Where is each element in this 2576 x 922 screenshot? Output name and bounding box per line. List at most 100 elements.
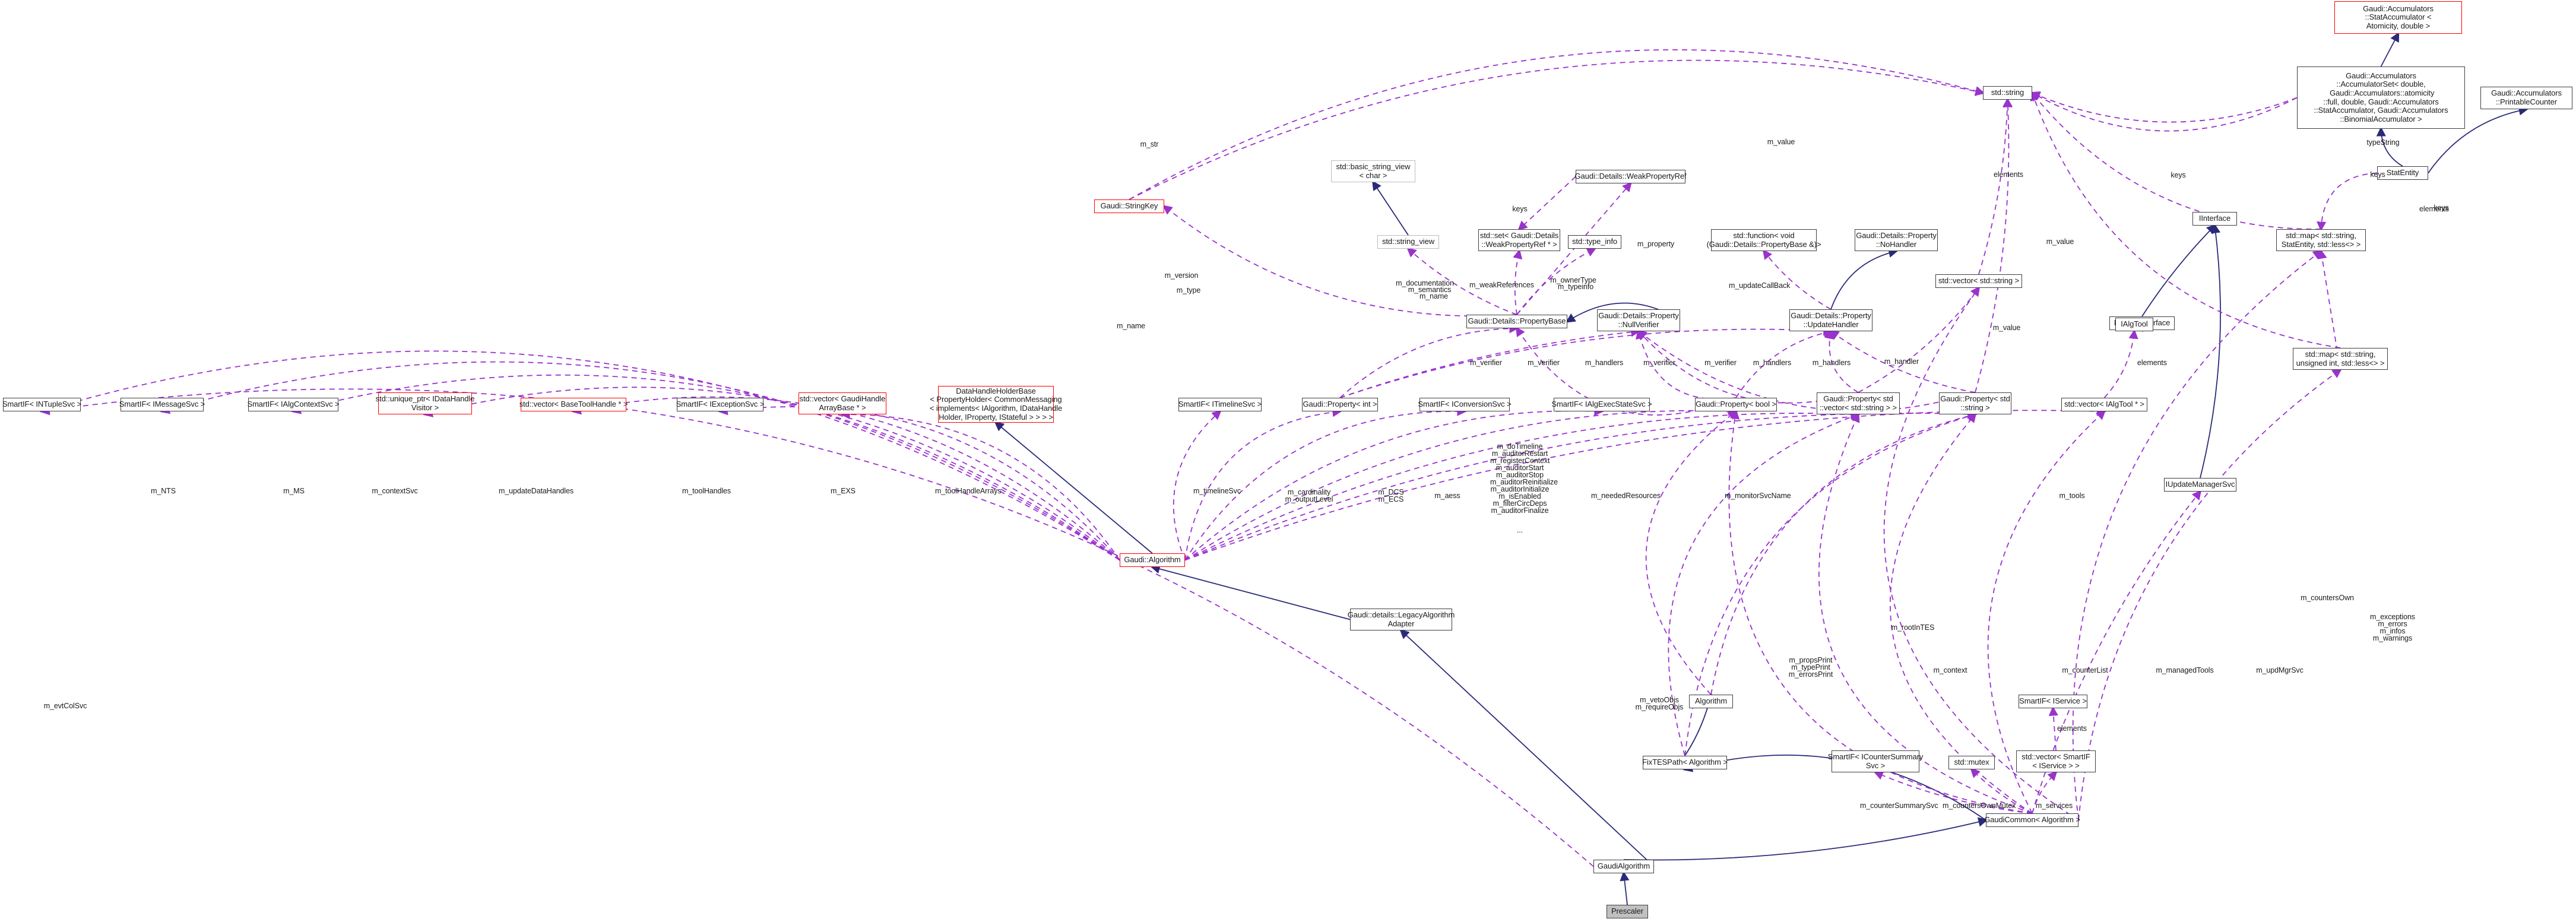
class-node-typeinfo[interactable]: std::type_info — [1568, 235, 1621, 249]
class-node-smartiexc[interactable]: SmartIF< IExceptionSvc > — [676, 398, 764, 411]
class-node-smartialgctx[interactable]: SmartIF< IAlgContextSvc > — [248, 398, 340, 411]
class-node-mapstatentity[interactable]: std::map< std::string, StatEntity, std::… — [2276, 229, 2366, 251]
class-node-vecbasetool[interactable]: std::vector< BaseToolHandle * > — [519, 398, 628, 411]
edge-label: m_errors — [2378, 620, 2407, 628]
class-node-weakpropref[interactable]: Gaudi::Details::WeakPropertyRef — [1574, 170, 1687, 183]
edge-label: m_version — [1164, 271, 1199, 280]
class-node-stdfunction[interactable]: std::function< void (Gaudi::Details::Pro… — [1707, 229, 1821, 251]
class-node-prescaler[interactable]: Prescaler — [1607, 905, 1648, 918]
edge-label: m_countersOwnMutex — [1943, 801, 2016, 810]
edge-label: typeString — [2366, 138, 2400, 147]
edge-label: m_handlers — [1585, 359, 1624, 367]
edge-label: m_type — [1176, 286, 1201, 294]
class-node-vecialgtool[interactable]: std::vector< IAlgTool * > — [2061, 398, 2147, 411]
class-node-gaudialgorithm[interactable]: Gaudi::Algorithm — [1120, 553, 1185, 567]
class-node-mapuint[interactable]: std::map< std::string, unsigned int, std… — [2293, 348, 2388, 370]
class-node-vecstring[interactable]: std::vector< std::string > — [1935, 274, 2022, 288]
edge-label: m_aess — [1434, 492, 1460, 500]
class-node-dhholderbase[interactable]: DataHandleHolderBase < PropertyHolder< C… — [930, 386, 1062, 423]
edge-label: m_counterList — [2062, 666, 2108, 674]
edge-label: m_context — [1933, 666, 1967, 674]
class-node-accset[interactable]: Gaudi::Accumulators ::AccumulatorSet< do… — [2297, 66, 2465, 129]
class-node-setweak[interactable]: std::set< Gaudi::Details ::WeakPropertyR… — [1478, 229, 1560, 251]
edge-label: m_name — [1116, 322, 1146, 330]
edge-label: m_handlers — [1753, 359, 1792, 367]
edge-label: m_verifier — [1643, 359, 1675, 367]
class-node-legacyadapter[interactable]: Gaudi::details::LegacyAlgorithm Adapter — [1348, 609, 1455, 630]
edge-label: m_verifier — [1470, 359, 1502, 367]
edge-label: m_verifier — [1704, 359, 1737, 367]
edge-label: m_updateDataHandles — [499, 487, 573, 495]
class-node-smarticounters[interactable]: SmartIF< ICounterSummary Svc > — [1828, 750, 1923, 772]
class-node-statacc[interactable]: Gaudi::Accumulators ::StatAccumulator < … — [2334, 1, 2462, 34]
class-node-propbase[interactable]: Gaudi::Details::PropertyBase — [1466, 315, 1567, 328]
class-node-smarticonv[interactable]: SmartIF< IConversionSvc > — [1418, 398, 1512, 411]
class-node-vecgaudihandle[interactable]: std::vector< GaudiHandle ArrayBase * > — [799, 392, 886, 414]
class-node-smartiservice[interactable]: SmartIF< IService > — [2019, 695, 2087, 708]
edge-label: m_monitorSvcName — [1725, 492, 1791, 500]
class-node-statentity[interactable]: StatEntity — [2377, 166, 2428, 180]
class-node-smartintuple[interactable]: SmartIF< INTupleSvc > — [2, 398, 81, 411]
edge-label: m_registerContext — [1490, 457, 1550, 465]
edge-label: m_name — [1419, 292, 1449, 300]
edge-label: m_documentation — [1396, 279, 1454, 287]
edge-label: elements — [2057, 724, 2087, 733]
edge-label: m_MS — [283, 487, 305, 495]
edge-label: keys — [1512, 205, 1528, 213]
edge-label: m_errorsPrint — [1788, 670, 1833, 679]
class-node-stringkey[interactable]: Gaudi::StringKey — [1094, 199, 1164, 213]
edge-label: m_auditorReinitialize — [1490, 478, 1558, 486]
edge-label: m_updMgrSvc — [2256, 666, 2303, 674]
edge-label: elements — [2137, 359, 2167, 367]
edge-label: m_isEnabled — [1498, 492, 1541, 500]
class-node-smartialgexec[interactable]: SmartIF< IAlgExecStateSvc > — [1551, 398, 1652, 411]
edge-label: m_auditorInitialize — [1490, 485, 1550, 493]
class-node-updhandler[interactable]: Gaudi::Details::Property ::UpdateHandler — [1789, 309, 1872, 331]
edge-label: m_ownerType — [1550, 276, 1596, 284]
edge-label: keys — [2171, 171, 2186, 179]
class-node-vecsmartifsvc[interactable]: std::vector< SmartIF < IService > > — [2016, 750, 2096, 772]
class-node-fixtespath[interactable]: FixTESPath< Algorithm > — [1642, 756, 1728, 769]
class-node-stdmutex[interactable]: std::mutex — [1948, 756, 1995, 769]
edge-label: m_warnings — [2372, 634, 2413, 642]
class-node-smartitimeline[interactable]: SmartIF< ITimelineSvc > — [1178, 398, 1262, 411]
edge-label: m_typeinfo — [1557, 283, 1594, 291]
class-node-propbool[interactable]: Gaudi::Property< bool > — [1695, 398, 1777, 411]
class-node-smartimsg[interactable]: SmartIF< IMessageSvc > — [119, 398, 205, 411]
edge-label: m_auditorRestart — [1491, 449, 1548, 458]
class-node-algorithm[interactable]: Algorithm — [1689, 695, 1733, 708]
edge-label: m_counterSummarySvc — [1860, 801, 1938, 810]
class-node-gaudicommon[interactable]: GaudiCommon< Algorithm > — [1984, 813, 2080, 827]
edge-label: m_NTS — [151, 487, 176, 495]
edge-label: m_timelineSvc — [1193, 487, 1241, 495]
edge-label: m_str — [1140, 140, 1159, 148]
class-node-propint[interactable]: Gaudi::Property< int > — [1302, 398, 1378, 411]
edge-label: m_handler — [1884, 357, 1919, 366]
edge-label: m_tools — [2059, 492, 2085, 500]
edge-label: m_verifier — [1528, 359, 1560, 367]
class-node-nohandler[interactable]: Gaudi::Details::Property ::NoHandler — [1855, 229, 1938, 251]
class-node-string_view[interactable]: std::string_view — [1377, 235, 1439, 249]
class-node-ialgtool[interactable]: IAlgTool — [2115, 318, 2153, 331]
edge-label: m_value — [1767, 138, 1795, 146]
edge-label: m_auditorStart — [1495, 464, 1544, 472]
class-node-propstr[interactable]: Gaudi::Property< std ::string > — [1939, 392, 2011, 414]
class-node-propvecstr[interactable]: Gaudi::Property< std ::vector< std::stri… — [1817, 392, 1900, 414]
class-node-gaudialg[interactable]: GaudiAlgorithm — [1593, 860, 1654, 873]
edge-label: keys — [2370, 170, 2385, 179]
class-node-uniqptrdhv[interactable]: std::unique_ptr< IDataHandle Visitor > — [376, 392, 474, 414]
edge-label: m_EXS — [831, 487, 856, 495]
edge-label: m_updateCallBack — [1729, 281, 1791, 290]
class-node-printable[interactable]: Gaudi::Accumulators ::PrintableCounter — [2480, 87, 2572, 109]
class-node-nullverifier[interactable]: Gaudi::Details::Property ::NullVerifier — [1597, 309, 1680, 331]
edge-label: m_value — [2046, 237, 2074, 246]
class-node-iinterface[interactable]: IInterface — [2192, 212, 2237, 226]
edge-label: m_toolHandleArrays — [935, 487, 1002, 495]
class-node-stdstring[interactable]: std::string — [1983, 86, 2032, 100]
class-node-iupdmgr[interactable]: IUpdateManagerSvc — [2164, 478, 2236, 492]
edge-label: m_neededResources — [1591, 492, 1661, 500]
class-node-basic_sv[interactable]: std::basic_string_view < char > — [1331, 160, 1415, 182]
edge-label: m_rootInTES — [1891, 623, 1935, 632]
